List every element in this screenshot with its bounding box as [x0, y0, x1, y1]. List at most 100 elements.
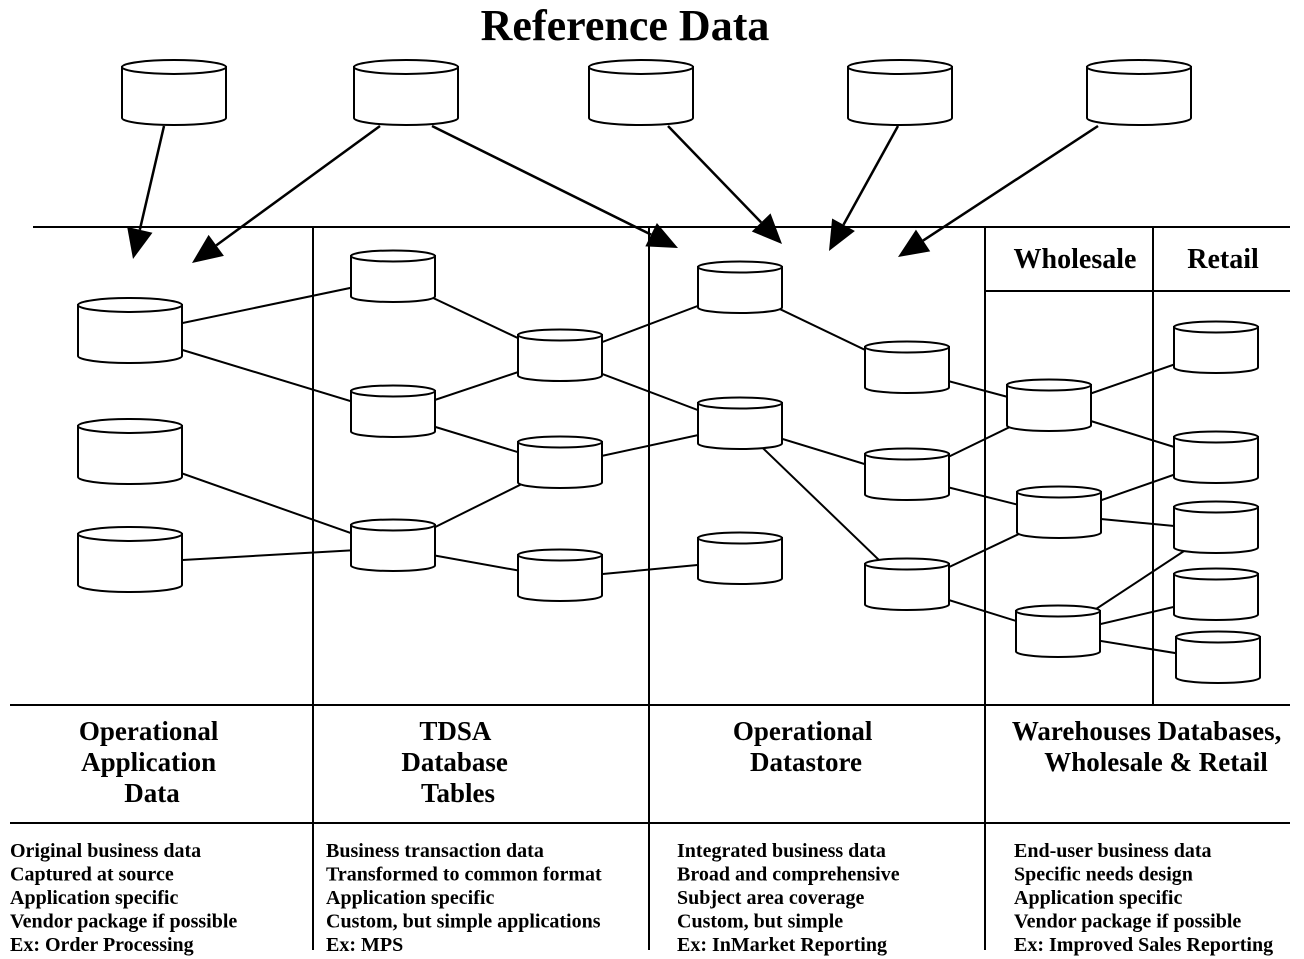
heading-line: Operational: [79, 716, 219, 746]
column-descriptions: Original business data Captured at sourc…: [10, 840, 1273, 956]
database-cylinder: [350, 249, 436, 303]
cylinder-body: [77, 304, 183, 364]
column-2-bullets: Business transaction data Transformed to…: [326, 840, 607, 956]
bullet-line: Application specific: [1014, 887, 1182, 909]
database-cylinder: [517, 548, 603, 602]
database-cylinder: [697, 260, 783, 314]
column-4-heading: Warehouses Databases, Wholesale & Retail: [1012, 716, 1288, 777]
heading-line: Data: [124, 778, 180, 808]
database-cylinder: [1016, 485, 1102, 539]
column-2-heading: TDSA Database Tables: [401, 716, 514, 808]
bullet-line: Ex: InMarket Reporting: [677, 934, 887, 956]
cylinder-body: [864, 453, 950, 501]
cylinder-body: [350, 255, 436, 303]
bullet-line: Transformed to common format: [326, 864, 602, 886]
database-cylinder: [350, 384, 436, 438]
database-cylinder: [847, 59, 953, 126]
cylinder-top: [1175, 630, 1261, 644]
bullet-line: Integrated business data: [677, 840, 886, 862]
bullet-line: Custom, but simple: [677, 911, 843, 933]
reference-arrow-shaft: [667, 125, 763, 224]
reference-arrow-shaft: [842, 125, 900, 226]
cylinder-top: [517, 435, 603, 449]
database-cylinder: [1015, 604, 1101, 658]
cylinder-top: [1006, 378, 1092, 392]
cylinder-top: [864, 447, 950, 461]
column-3-bullets: Integrated business data Broad and compr…: [677, 840, 905, 956]
arrowhead: [898, 229, 931, 257]
database-cylinder: [1006, 378, 1092, 432]
cylinder-body: [517, 554, 603, 602]
database-cylinder: [353, 59, 459, 126]
diagram-title: Reference Data: [481, 1, 770, 50]
wholesale-header: Wholesale: [1014, 244, 1137, 275]
cylinder-top: [697, 260, 783, 274]
reference-arrow-shaft: [215, 124, 381, 247]
database-cylinders: [77, 59, 1261, 684]
cylinder-top: [350, 518, 436, 532]
bullet-line: Broad and comprehensive: [677, 864, 900, 886]
database-cylinder: [588, 59, 694, 126]
cylinder-body: [353, 66, 459, 126]
cylinder-top: [77, 297, 183, 313]
cylinder-top: [864, 557, 950, 571]
bullet-line: Original business data: [10, 840, 201, 862]
heading-line: Wholesale & Retail: [1044, 747, 1268, 777]
bullet-line: Vendor package if possible: [10, 911, 237, 933]
database-cylinder: [1086, 59, 1192, 126]
database-cylinder: [1173, 567, 1259, 621]
heading-line: Database: [401, 747, 508, 777]
arrowhead: [127, 226, 153, 259]
cylinder-top: [1173, 320, 1259, 334]
cylinder-top: [350, 384, 436, 398]
database-cylinder: [77, 297, 183, 364]
bullet-line: Specific needs design: [1014, 864, 1193, 886]
cylinder-body: [864, 563, 950, 611]
database-cylinder: [1173, 500, 1259, 554]
connection-lines: [129, 278, 1219, 661]
reference-arrows: [127, 124, 1099, 263]
database-cylinder: [77, 526, 183, 593]
cylinder-body: [1173, 436, 1259, 484]
bullet-line: Subject area coverage: [677, 887, 864, 909]
arrowhead: [751, 213, 782, 244]
cylinder-body: [517, 334, 603, 382]
bullet-line: Vendor package if possible: [1014, 911, 1241, 933]
column-1-heading: Operational Application Data: [79, 716, 225, 808]
cylinder-body: [588, 66, 694, 126]
database-cylinder: [864, 340, 950, 394]
database-cylinder: [1173, 320, 1259, 374]
cylinder-body: [350, 390, 436, 438]
cylinder-body: [77, 533, 183, 593]
cylinder-top: [77, 526, 183, 542]
bullet-line: End-user business data: [1014, 840, 1211, 862]
cylinder-body: [1006, 384, 1092, 432]
cylinder-body: [864, 346, 950, 394]
heading-line: TDSA: [419, 716, 492, 746]
column-headings: Operational Application Data TDSA Databa…: [79, 716, 1288, 808]
cylinder-top: [1015, 604, 1101, 618]
bullet-line: Captured at source: [10, 864, 174, 886]
bullet-line: Application specific: [10, 887, 178, 909]
reference-arrow-shaft: [922, 124, 1099, 242]
heading-line: Application: [81, 747, 216, 777]
cylinder-body: [697, 402, 783, 450]
cylinder-top: [1016, 485, 1102, 499]
reference-arrow-shaft: [431, 124, 652, 236]
database-cylinder: [350, 518, 436, 572]
heading-line: Operational: [733, 716, 873, 746]
cylinder-top: [121, 59, 227, 75]
cylinder-top: [1173, 430, 1259, 444]
cylinder-top: [1173, 500, 1259, 514]
cylinder-body: [517, 441, 603, 489]
cylinder-body: [1173, 326, 1259, 374]
bullet-line: Ex: Improved Sales Reporting: [1014, 934, 1273, 956]
arrowhead: [192, 234, 224, 263]
section-grid: [10, 226, 1290, 950]
database-cylinder: [77, 418, 183, 485]
cylinder-body: [121, 66, 227, 126]
bullet-line: Ex: Order Processing: [10, 934, 194, 956]
cylinder-body: [1173, 506, 1259, 554]
arrowhead: [645, 223, 678, 248]
